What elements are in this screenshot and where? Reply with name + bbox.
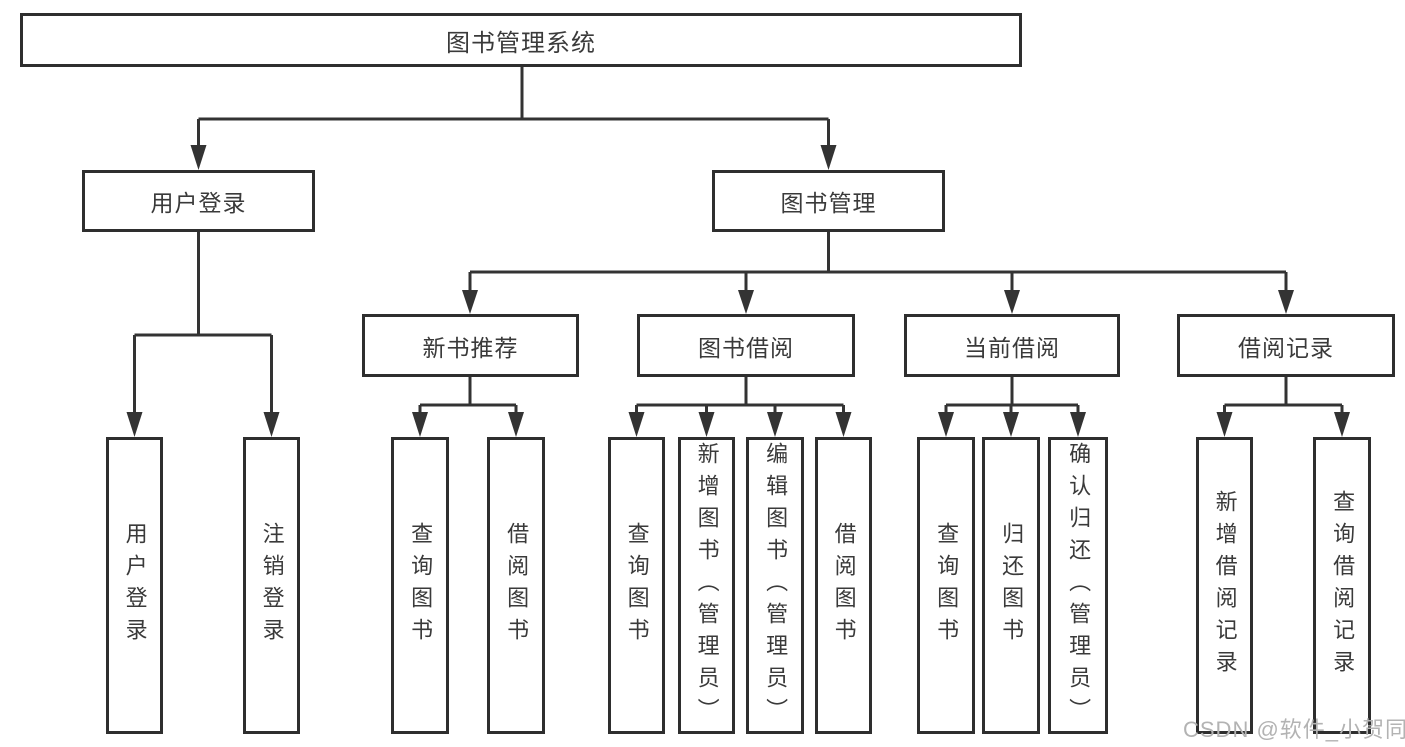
leaf-label: 归还图书 <box>999 521 1025 650</box>
leaf-label: 确认归还（管理员） <box>1066 441 1092 730</box>
leaf-label: 新增借阅记录 <box>1212 489 1238 682</box>
leaf-return-book: 归还图书 <box>982 437 1040 734</box>
leaf-add-borrow-record: 新增借阅记录 <box>1196 437 1253 734</box>
node-library-management-system: 图书管理系统 <box>20 13 1022 67</box>
leaf-edit-book-admin: 编辑图书（管理员） <box>746 437 804 734</box>
node-new-book-recommendation: 新书推荐 <box>362 314 579 377</box>
leaf-label: 新增图书（管理员） <box>694 441 720 730</box>
leaf-label: 借阅图书 <box>504 521 530 650</box>
leaf-label: 借阅图书 <box>831 521 857 650</box>
leaf-confirm-return-admin: 确认归还（管理员） <box>1048 437 1108 734</box>
node-book-management: 图书管理 <box>712 170 945 232</box>
leaf-label: 查询图书 <box>934 521 960 650</box>
leaf-label: 用户登录 <box>122 521 148 650</box>
leaf-query-books-borrow: 查询图书 <box>608 437 665 734</box>
node-current-borrowing: 当前借阅 <box>904 314 1120 377</box>
leaf-label: 查询图书 <box>408 521 434 650</box>
node-user-login: 用户登录 <box>82 170 315 232</box>
leaf-logout: 注销登录 <box>243 437 300 734</box>
node-book-borrowing: 图书借阅 <box>637 314 855 377</box>
node-borrowing-records: 借阅记录 <box>1177 314 1395 377</box>
leaf-label: 编辑图书（管理员） <box>763 441 789 730</box>
leaf-label: 查询借阅记录 <box>1330 489 1356 682</box>
leaf-label: 注销登录 <box>259 521 285 650</box>
leaf-query-books-current: 查询图书 <box>917 437 975 734</box>
leaf-query-books-recommend: 查询图书 <box>391 437 449 734</box>
leaf-borrow-books-2: 借阅图书 <box>815 437 872 734</box>
leaf-user-login: 用户登录 <box>106 437 163 734</box>
leaf-query-borrow-record: 查询借阅记录 <box>1313 437 1371 734</box>
connector-segments <box>133 66 1344 413</box>
leaf-borrow-books-recommend: 借阅图书 <box>487 437 545 734</box>
csdn-watermark: CSDN @软件_小贺同学 <box>1183 717 1405 742</box>
leaf-label: 查询图书 <box>624 521 650 650</box>
leaf-add-book-admin: 新增图书（管理员） <box>678 437 735 734</box>
